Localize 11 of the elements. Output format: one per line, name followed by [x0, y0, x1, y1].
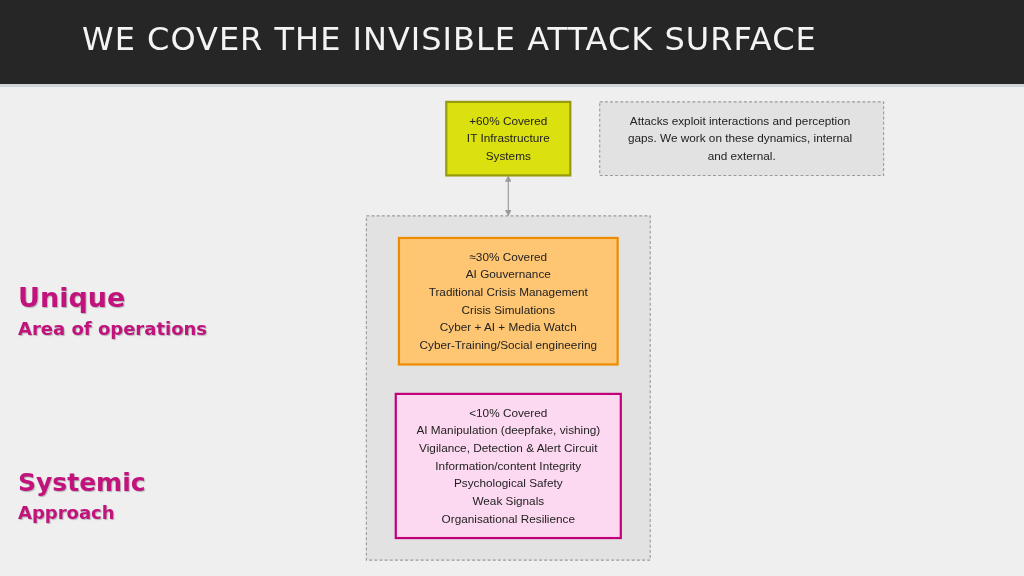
section-subheading: Approach	[18, 502, 115, 523]
title: WE COVER THE INVISIBLE ATTACK SURFACE	[82, 20, 817, 58]
node-box: Attacks exploit interactions and perception gaps. We work on these dynamics, internal and external.	[599, 101, 885, 176]
node-box: ≈30% Covered AI Gouvernance Traditional Crisis Management Crisis Simulations Cyber + AI + Media Watch Cyber-Training/Social engineering	[397, 236, 619, 366]
cluster	[365, 215, 651, 561]
section-subheading: Area of operations	[18, 318, 208, 339]
node-box: +60% Covered IT Infrastructure Systems	[445, 100, 572, 177]
arrow	[505, 175, 512, 217]
section-heading: Systemic	[18, 468, 146, 497]
section-heading: Unique	[18, 282, 126, 313]
node-box: <10% Covered AI Manipulation (deepfake, vishing) Vigilance, Detection & Alert Circuit Information/content Integrity Psychological Safety Weak Signals Organisational Resilience	[394, 392, 622, 540]
